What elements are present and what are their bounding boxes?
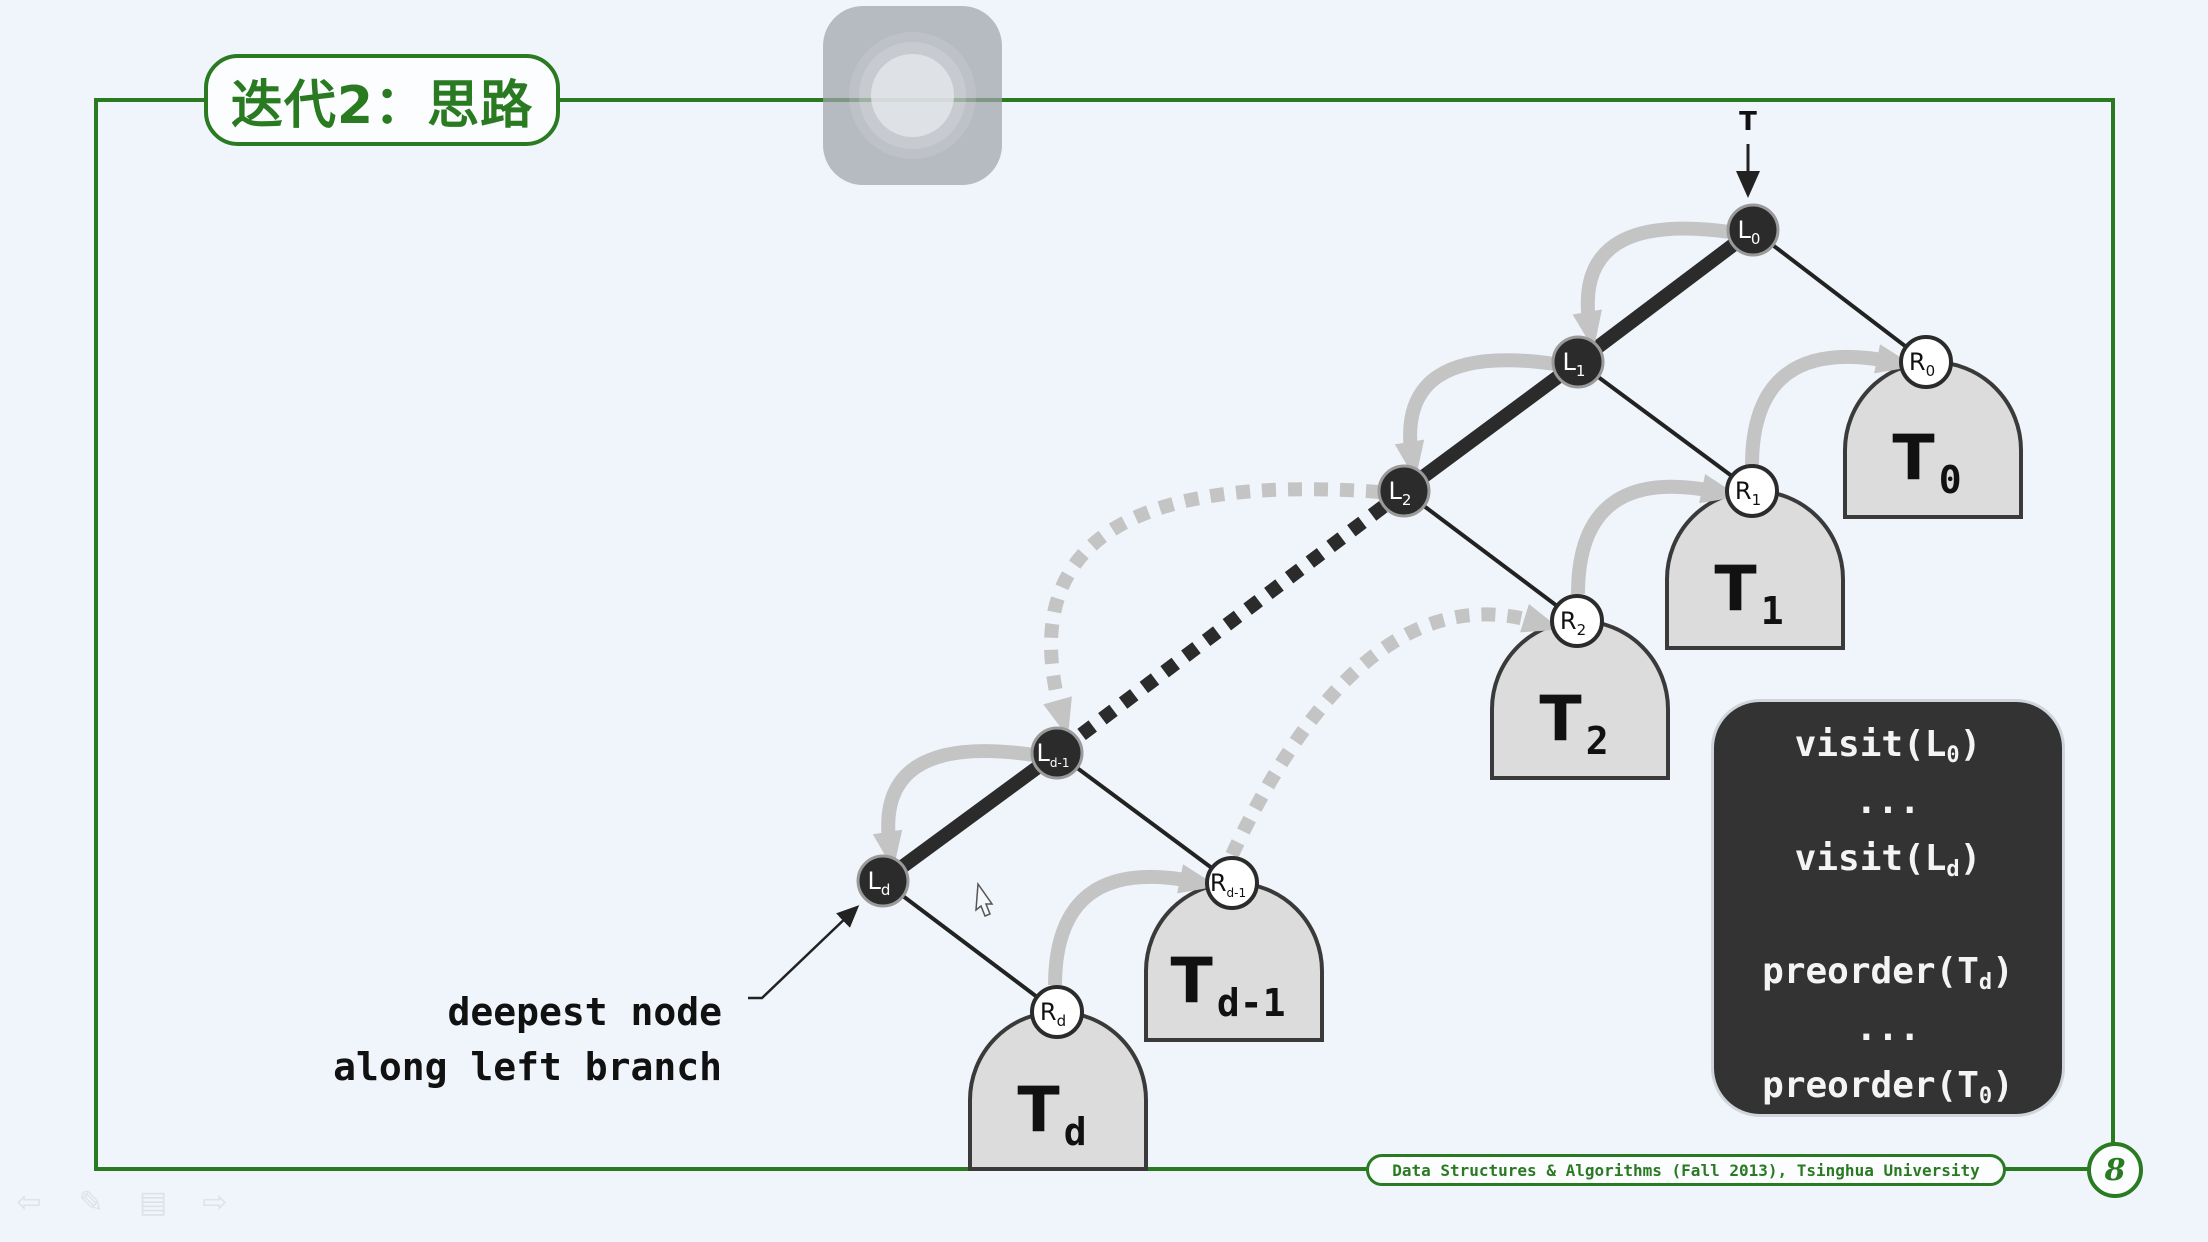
- caption-line-1: deepest node: [447, 990, 722, 1034]
- code-close-paren: ): [1992, 1065, 2014, 1106]
- edge-L0-R0: [1751, 228, 1928, 364]
- right-node-Rd-1: [1205, 856, 1259, 910]
- right-node-R2: [1550, 594, 1604, 648]
- root-pointer-label: T: [1739, 107, 1757, 137]
- traversal-arrow-L0-L1: [1580, 221, 1731, 330]
- edge-L4-R4: [881, 879, 1059, 1014]
- code-line: visit(Ld): [1714, 830, 2062, 887]
- backtrack-arrow-R1-R0: [1745, 349, 1895, 466]
- code-box: visit(L0)...visit(Ld)preorder(Td)...preo…: [1714, 702, 2062, 1114]
- code-subscript: d: [1946, 857, 1960, 882]
- edge-L2-R2: [1402, 489, 1579, 623]
- traversal-arrow-L0-L1-head: [1572, 309, 1602, 350]
- code-subscript: d: [1978, 970, 1993, 995]
- left-node-Ld-1: [1030, 726, 1084, 780]
- arrow-right-icon[interactable]: ⇨: [202, 1185, 228, 1220]
- left-node-L1: [1551, 335, 1605, 389]
- footer-course-label: Data Structures & Algorithms (Fall 2013)…: [1366, 1154, 2006, 1186]
- pen-icon[interactable]: ✎: [78, 1185, 104, 1220]
- left-spine-edge-d: [878, 747, 1062, 887]
- code-line: ...: [1714, 1000, 2062, 1057]
- left-node-Ld: [856, 854, 910, 908]
- traversal-arrow-Ld1-Ld: [881, 744, 1036, 850]
- code-subscript: 0: [1978, 1084, 1993, 1109]
- code-subscript: 0: [1946, 743, 1960, 768]
- player-controls: ⇦ ✎ ▤ ⇨: [12, 1188, 232, 1218]
- backtrack-arrow-R2-R1: [1571, 479, 1720, 595]
- traversal-arrow-L1-L2: [1403, 353, 1556, 460]
- backtrack-arrow-Rd1-R2: [1225, 607, 1543, 858]
- deepest-node-caption: deepest node along left branch: [286, 985, 722, 1095]
- right-node-Rd: [1030, 985, 1084, 1039]
- left-node-L2: [1377, 464, 1431, 518]
- left-spine-dotted-edge: [1052, 485, 1409, 759]
- code-line: preorder(Td): [1714, 943, 2062, 1000]
- code-close-paren: ): [1992, 951, 2014, 992]
- slide-title: 迭代2：思路: [204, 54, 560, 146]
- traversal-arrow-L2-Ld1: [1044, 482, 1381, 718]
- code-line: ...: [1714, 773, 2062, 830]
- caption-leader-arrow: [748, 905, 860, 1000]
- code-text: visit(L: [1794, 838, 1947, 879]
- menu-icon[interactable]: ▤: [138, 1185, 168, 1220]
- caption-line-2: along left branch: [333, 1045, 722, 1089]
- assistive-touch-button[interactable]: [823, 6, 1002, 185]
- page-number: 8: [2087, 1142, 2143, 1198]
- code-line: preorder(T0): [1714, 1057, 2062, 1114]
- code-line: visit(L0): [1714, 716, 2062, 773]
- assistive-touch-core: [871, 54, 954, 137]
- edge-L1-R1: [1576, 360, 1754, 493]
- left-node-L0: [1726, 203, 1780, 257]
- code-line: [1714, 887, 2062, 943]
- right-node-R1: [1725, 464, 1779, 518]
- traversal-arrow-L2-Ld1-head: [1043, 696, 1072, 738]
- code-text: preorder(T: [1762, 951, 1979, 992]
- left-spine-edge-0: [1573, 224, 1758, 368]
- left-spine-edge-1: [1399, 356, 1583, 497]
- edge-L3-R3: [1055, 751, 1234, 885]
- code-text: preorder(T: [1762, 1065, 1979, 1106]
- code-text: ...: [1855, 1008, 1921, 1049]
- code-close-paren: ): [1959, 838, 1982, 879]
- backtrack-arrow-Rd-Rd1: [1048, 869, 1198, 986]
- code-close-paren: ): [1959, 724, 1982, 765]
- arrow-left-icon[interactable]: ⇦: [16, 1185, 42, 1220]
- mouse-cursor-icon: [975, 881, 994, 917]
- code-text: visit(L: [1794, 724, 1947, 765]
- code-text: ...: [1855, 781, 1921, 822]
- right-node-R0: [1899, 335, 1953, 389]
